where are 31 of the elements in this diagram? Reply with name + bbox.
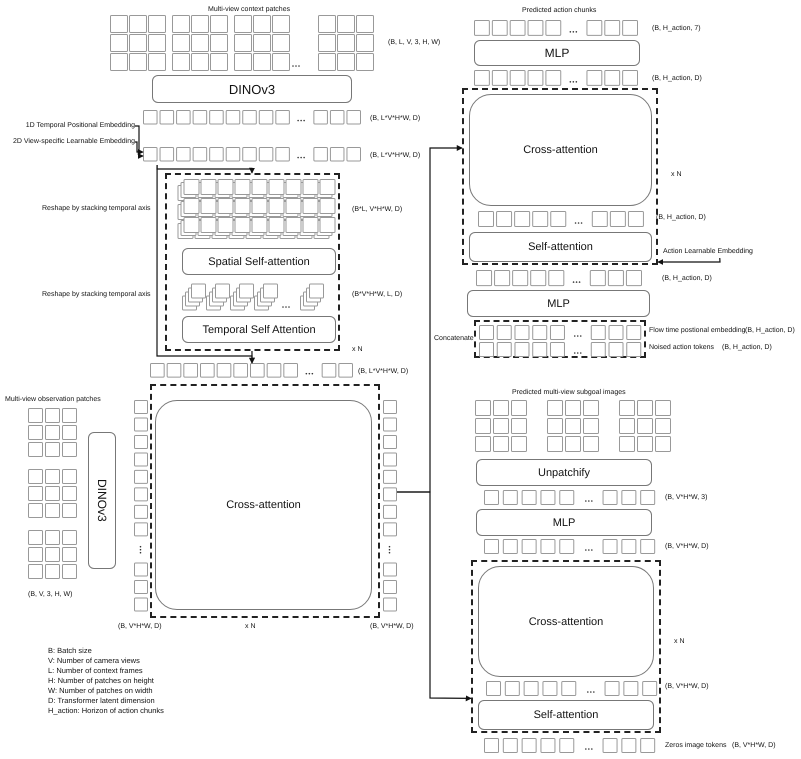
arrow xyxy=(135,141,144,155)
process-box: Temporal Self Attention xyxy=(182,316,336,343)
process-box: Self-attention xyxy=(478,700,654,730)
token-row xyxy=(479,342,644,357)
arrow xyxy=(249,351,255,364)
arrow xyxy=(156,165,255,364)
repeat-frame xyxy=(462,88,658,265)
process-box: DINOv3 xyxy=(152,75,352,103)
process-box: MLP xyxy=(476,509,652,536)
token-row xyxy=(474,70,640,87)
repeat-frame xyxy=(150,384,380,618)
arrow xyxy=(135,125,144,159)
process-box: Self-attention xyxy=(469,232,652,262)
token-row xyxy=(479,325,644,340)
arrow xyxy=(397,491,472,702)
attention-block: Cross-attention xyxy=(155,400,372,610)
token-row xyxy=(474,20,640,37)
attention-block: Cross-attention xyxy=(478,566,654,677)
encoder-box: DINOv3 xyxy=(88,432,116,569)
arrow xyxy=(657,258,721,265)
process-box: Spatial Self-attention xyxy=(182,248,336,275)
process-box: Unpatchify xyxy=(476,459,652,486)
process-box: MLP xyxy=(474,40,640,66)
token-row xyxy=(150,363,355,380)
process-box: MLP xyxy=(467,290,650,317)
arrow xyxy=(156,164,255,174)
token-row xyxy=(478,211,646,227)
attention-block: Cross-attention xyxy=(469,94,652,206)
repeat-frame xyxy=(165,173,340,351)
repeat-frame xyxy=(471,560,661,733)
token-row xyxy=(476,270,644,287)
